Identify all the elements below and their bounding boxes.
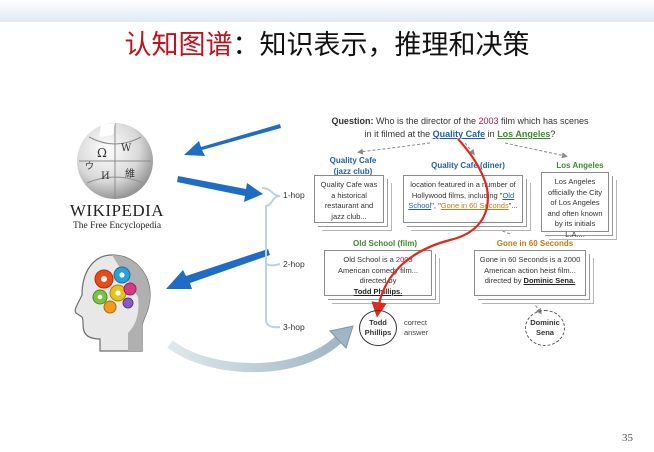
hop-label-3: 3-hop [283, 322, 305, 332]
question-label: Question: [331, 116, 374, 126]
page-number: 35 [622, 432, 633, 444]
curved-arrow [167, 334, 344, 373]
card-diner-pre: location featured in a number of Hollywo… [410, 180, 516, 200]
wikipedia-globe-icon: Ω W И 維 ウ [77, 123, 153, 199]
question-part1: Who is the director of the [373, 116, 479, 126]
question-part3: in it filmed at the [364, 129, 433, 139]
question-part5: ? [550, 129, 556, 139]
entity-los-angeles: Los Angeles [556, 161, 604, 170]
card-gone-in-60-seconds: Gone in 60 Seconds is a 2000 American ac… [474, 250, 586, 296]
question-year: 2003 [478, 116, 499, 126]
card-diner-mid: ", " [431, 201, 441, 210]
card-old-school-link-todd: Todd Phillips. [353, 286, 403, 296]
wikipedia-subtitle: The Free Encyclopedia [72, 221, 162, 231]
question-part4: in [485, 129, 498, 139]
card-diner-post: "... [508, 201, 518, 210]
hop-bracket [261, 187, 281, 329]
card-diner-link-gone: Gone in 60 Seconds [440, 201, 509, 210]
question-entity-quality-cafe: Quality Cafe [432, 129, 486, 139]
head-gears-icon [74, 254, 151, 352]
wrong-answer-node: Dominic Sena [525, 310, 565, 346]
title-rest: ：知识表示，推理和决策 [232, 30, 530, 61]
card-quality-cafe-diner: location featured in a number of Hollywo… [403, 175, 523, 223]
correct-answer-node: Todd Phillips [359, 310, 397, 346]
wikipedia-name: WIKIPEDIA [69, 201, 165, 220]
card-old-school-pre: Old School is a [343, 255, 396, 264]
slide-header-bar [0, 0, 654, 22]
arrow-to-head [166, 249, 270, 289]
hop-label-2: 2-hop [283, 259, 305, 269]
entity-old-school: Old School (film) [353, 239, 417, 248]
slide-title: 认知图谱：知识表示，推理和决策 [0, 23, 654, 62]
correct-answer-label: correct answer [404, 318, 429, 337]
card-gone-link-dominic: Dominic Sena. [523, 276, 576, 285]
title-highlight: 认知图谱 [124, 30, 233, 61]
svg-text:И: И [101, 171, 110, 182]
card-old-school-year: 2003 [395, 255, 413, 264]
card-gone-pre: Gone in 60 Seconds is a 2000 American ac… [479, 255, 581, 285]
card-old-school-mid: American comedy film... directed by [337, 265, 419, 286]
question-part2: film which has scenes [498, 116, 589, 126]
arrow-to-wikipedia [184, 124, 281, 156]
question-entity-los-angeles: Los Angeles [497, 129, 551, 139]
card-los-angeles: Los Angeles officially the City of Los A… [541, 172, 609, 239]
card-diner-link-old-school: Old School [408, 190, 515, 211]
entity-quality-cafe-jazz: Quality Cafe (jazz club) [329, 156, 377, 176]
hop-label-1: 1-hop [283, 190, 305, 200]
entity-gone-in-60-seconds: Gone in 60 Seconds [496, 239, 574, 248]
svg-text:ウ: ウ [85, 161, 94, 172]
svg-text:Ω: Ω [97, 146, 107, 160]
card-quality-cafe-jazz: Quality Cafe was a historical restaurant… [314, 175, 384, 223]
question-text: Question: Who is the director of the 200… [300, 115, 620, 141]
svg-text:維: 維 [125, 167, 135, 180]
arrow-from-wikipedia [177, 176, 263, 202]
card-old-school: Old School is a 2003 American comedy fil… [324, 250, 432, 296]
entity-quality-cafe-diner: Quality Cafe (diner) [431, 161, 505, 170]
svg-text:W: W [121, 143, 132, 154]
